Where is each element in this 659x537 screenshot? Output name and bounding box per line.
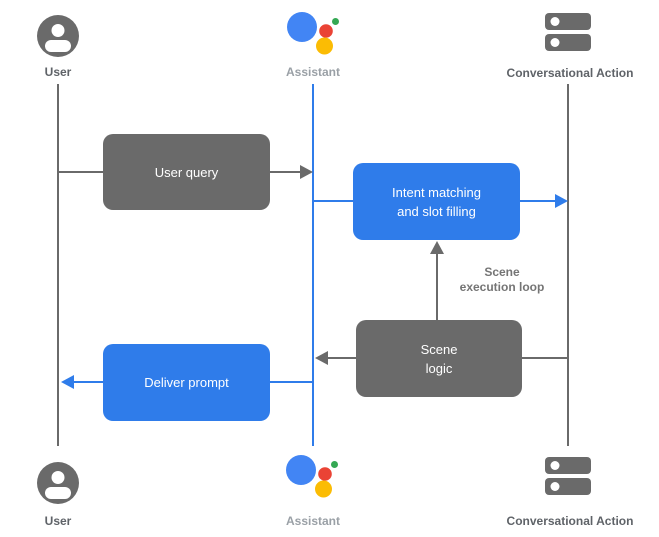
action-to-scenelogic-line [522,357,568,359]
assistant-lifeline [312,84,314,446]
user-label-bottom: User [44,514,72,528]
user-icon [37,462,79,504]
scenelogic-to-assistant-line [328,357,356,359]
assistant-to-intent-line [313,200,353,202]
scenelogic-to-assistant-arrowhead-icon [315,351,328,365]
deliver-prompt-box: Deliver prompt [103,344,270,421]
intent-to-action-line [520,200,555,202]
scenelogic-to-intent-line [436,253,438,320]
deliverprompt-to-user-line [74,381,103,383]
user-query-box: User query [103,134,270,210]
scenelogic-to-intent-arrowhead-icon [430,241,444,254]
assistant-label-top: Assistant [285,65,341,79]
assistant-icon [287,12,339,55]
scene-logic-box: Scene logic [356,320,522,397]
user-icon [37,15,79,57]
assistant-label-bottom: Assistant [285,514,341,528]
assistant-icon [286,455,338,498]
user-label-top: User [44,65,72,79]
action-label-top: Conversational Action [506,66,634,80]
userquery-to-assistant-line [270,171,301,173]
user-lifeline [57,84,59,446]
action-lifeline [567,84,569,446]
userquery-to-assistant-arrowhead-icon [300,165,313,179]
assistant-to-deliverprompt-line [270,381,313,383]
action-label-bottom: Conversational Action [506,514,634,528]
server-icon [545,457,591,495]
deliverprompt-to-user-arrowhead-icon [61,375,74,389]
scene-execution-loop-label: Scene execution loop [459,265,545,294]
intent-to-action-arrowhead-icon [555,194,568,208]
intent-matching-box: Intent matching and slot filling [353,163,520,240]
server-icon [545,13,591,51]
user-to-userquery-line [58,171,103,173]
